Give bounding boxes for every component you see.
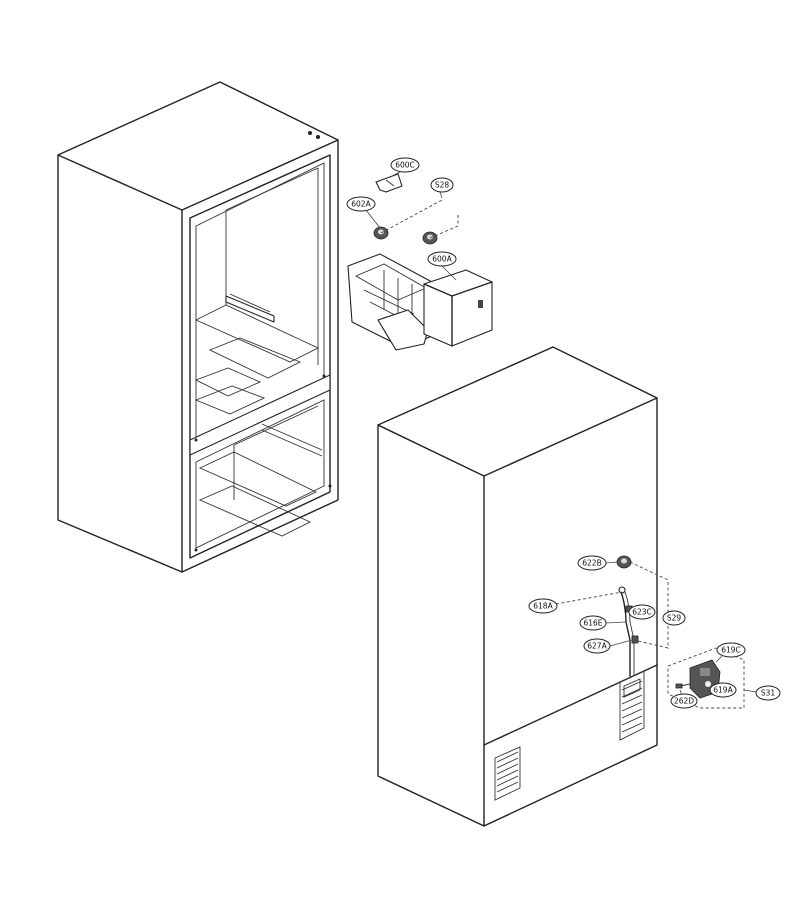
callout-619A-label: 619A [713,686,733,695]
callout-627A-label: 627A [587,642,607,651]
callout-600C-label: 600C [395,161,415,170]
callout-S31-label: S31 [761,689,776,698]
callout-S29-label: S29 [667,614,682,623]
callout-S29: S29 [662,610,686,626]
callout-262D: 262D [670,689,698,709]
callout-262D-label: 262D [674,697,694,706]
vent-grille-left [494,746,521,801]
callout-S28: S28 [430,177,454,199]
callout-622B-label: 622B [582,559,601,568]
callout-619C: 619C [715,642,746,663]
callout-600A-label: 600A [432,255,452,264]
callout-619A: 619A [709,682,737,698]
refrigerator-cabinet-rear [377,346,669,827]
callout-602A: 602A [346,196,381,229]
callout-618A: 618A [528,598,558,614]
callout-602A-label: 602A [351,200,371,209]
callout-627A: 627A [583,638,633,654]
callout-600C: 600C [390,157,420,177]
refrigerator-cabinet-front [57,81,339,573]
callout-618A-label: 618A [533,602,553,611]
callout-S31: S31 [755,685,781,701]
callout-600A: 600A [427,251,457,281]
callout-S28-label: S28 [435,181,450,190]
callout-623C-label: 623C [632,608,652,617]
callout-622B: 622B [577,555,618,571]
callout-616E: 616E [579,615,627,631]
callout-623C: 623C [628,604,656,620]
vent-grille-right [619,670,645,741]
ice-maker-assembly [347,173,493,351]
callout-619C-label: 619C [721,646,741,655]
callout-616E-label: 616E [583,619,602,628]
